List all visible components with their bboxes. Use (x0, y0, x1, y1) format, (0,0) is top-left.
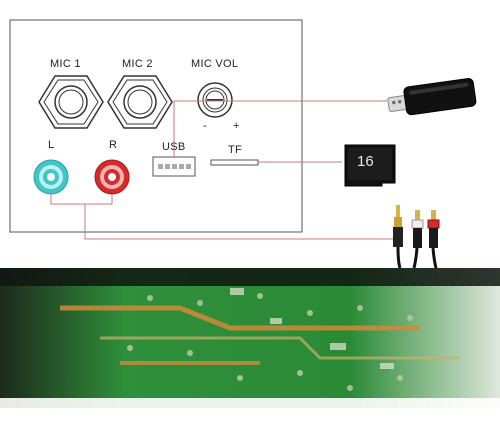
tf-slot (210, 159, 259, 166)
sd-card-capacity: 16 (357, 153, 374, 170)
left-channel-label: L (48, 139, 55, 151)
pcb-photo (0, 268, 500, 408)
connection-wires (50, 100, 395, 240)
mic2-jack (107, 75, 173, 129)
mic2-label: MIC 2 (122, 58, 153, 70)
rca-cable-icon (393, 205, 440, 269)
rca-left-jack (33, 159, 69, 195)
sd-card-icon (344, 144, 396, 187)
vol-minus-label: - (203, 120, 207, 132)
usb-flash-drive-icon (387, 78, 477, 116)
mic-vol-knob (197, 82, 233, 118)
vol-plus-label: + (233, 120, 240, 132)
rca-right-jack (94, 159, 130, 195)
tf-label: TF (228, 144, 243, 156)
mic1-jack (38, 75, 104, 129)
mic1-label: MIC 1 (50, 58, 81, 70)
mic-vol-label: MIC VOL (191, 58, 239, 70)
right-channel-label: R (109, 139, 118, 151)
usb-label: USB (162, 141, 186, 153)
usb-port (152, 156, 196, 177)
